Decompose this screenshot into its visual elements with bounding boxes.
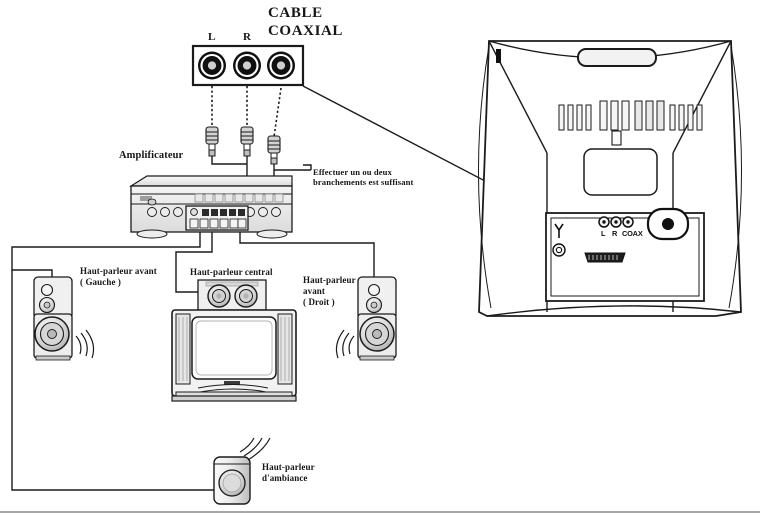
television [171, 309, 297, 402]
coaxial-jack-block [191, 44, 305, 87]
aux-round-jack-icon [552, 243, 566, 257]
antenna-icon [554, 223, 564, 238]
sound-wave-icon [335, 329, 355, 359]
amplifier-label: Amplificateur [119, 150, 184, 161]
center-speaker [197, 279, 267, 330]
jack-label-right: R [243, 31, 252, 43]
rca-plug-icon [267, 135, 281, 165]
coaxial-cable-lines [211, 86, 282, 138]
note-callout-bracket [303, 164, 312, 170]
rear-panel-label-left: L [601, 229, 606, 238]
cable-coaxial-heading: CABLE COAXIAL [268, 5, 344, 40]
rca-jack-icon [233, 51, 261, 80]
rear-panel-label-right: R [612, 229, 618, 238]
power-socket-icon [646, 207, 690, 241]
rca-jack-icon [198, 51, 226, 80]
jack-label-left: L [208, 31, 216, 43]
rear-audio-jacks [598, 216, 634, 228]
connection-note: Effectuer un ou deux branchements est su… [313, 167, 414, 188]
surround-speaker [213, 437, 271, 505]
rca-plug-icon [205, 126, 219, 157]
amplifier-device [128, 175, 293, 239]
front-right-speaker-label: Haut-parleur avant ( Droit ) [303, 275, 356, 307]
rear-panel-label-coax: COAX [622, 229, 643, 238]
rca-jack-icon [267, 51, 295, 80]
center-speaker-label: Haut-parleur central [190, 267, 273, 277]
front-right-speaker [335, 276, 397, 361]
device-rear-view [477, 40, 743, 317]
surround-speaker-label: Haut-parleur d'ambiance [262, 462, 315, 483]
sound-wave-icon [75, 329, 95, 359]
front-left-speaker [33, 276, 95, 361]
front-left-speaker-label: Haut-parleur avant ( Gauche ) [80, 266, 157, 287]
rca-plug-icon [240, 126, 254, 157]
speaker-wires [11, 232, 375, 491]
scart-connector-icon [584, 252, 626, 263]
sound-wave-icon [239, 437, 271, 461]
